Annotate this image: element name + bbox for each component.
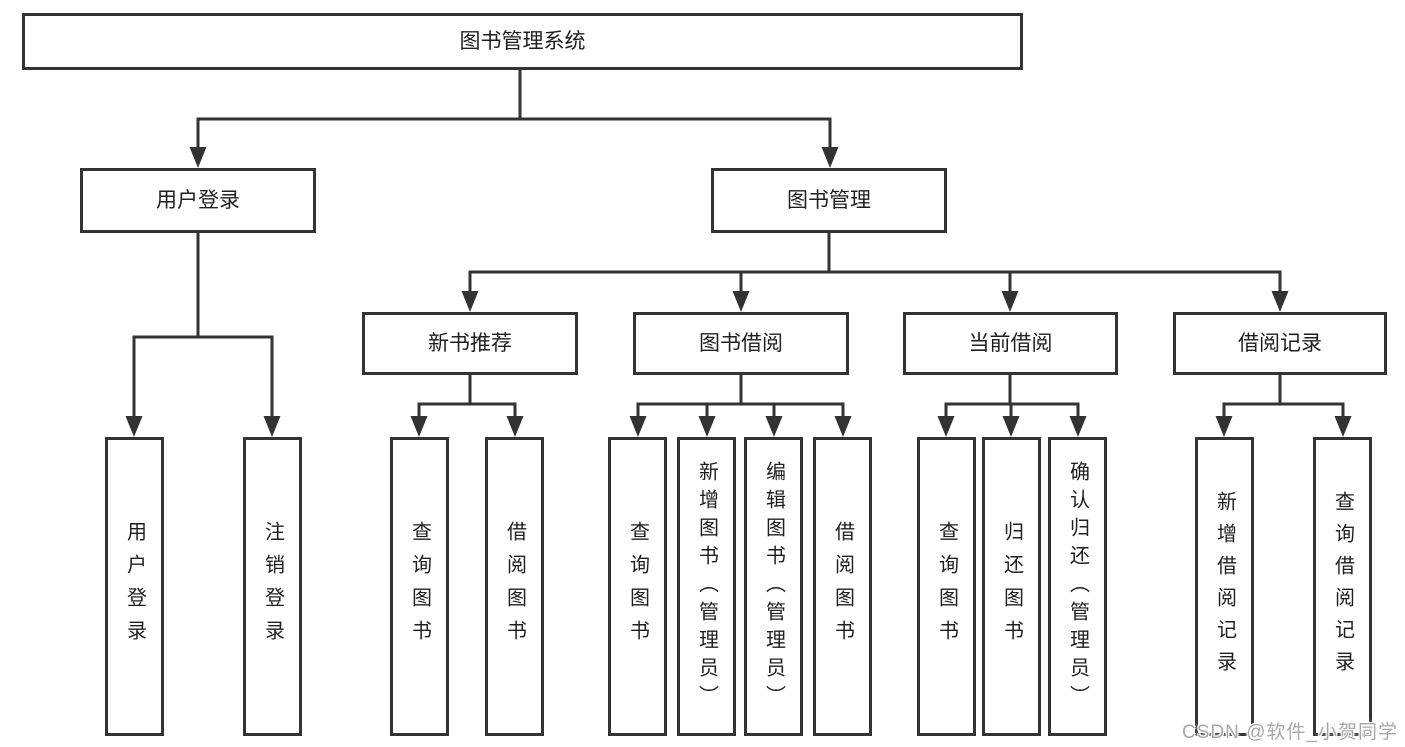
node-library-management-system: 图书管理系统 (22, 13, 1023, 70)
node-borrowing-records: 借阅记录 (1173, 312, 1387, 375)
node-book-borrowing: 图书借阅 (633, 312, 849, 375)
leaf-borrow-books: 借阅图书 (813, 437, 872, 736)
node-new-book-recommendation: 新书推荐 (362, 312, 578, 375)
node-current-borrowing: 当前借阅 (903, 312, 1118, 375)
connector-user-login-children (125, 233, 281, 437)
node-book-management: 图书管理 (711, 168, 947, 233)
leaf-borrow-books-recommend: 借阅图书 (485, 437, 544, 736)
csdn-watermark: CSDN @软件_小贺同学 (1182, 722, 1398, 743)
connector-book-borrow-children (629, 375, 852, 437)
leaf-confirm-return-admin: 确认归还（管理员） (1048, 437, 1107, 736)
connector-records-children (1215, 375, 1352, 437)
leaf-query-books-current: 查询图书 (917, 437, 976, 736)
connector-current-borrow-children (937, 375, 1087, 437)
leaf-add-books-admin: 新增图书（管理员） (677, 437, 736, 736)
node-user-login: 用户登录 (80, 168, 316, 233)
leaf-logout: 注销登录 (243, 437, 302, 736)
connector-book-management-children (461, 233, 1289, 312)
leaf-query-borrow-record: 查询借阅记录 (1313, 437, 1372, 736)
connector-root-to-level2 (189, 70, 839, 168)
leaf-edit-books-admin: 编辑图书（管理员） (744, 437, 803, 736)
leaf-add-borrow-record: 新增借阅记录 (1195, 437, 1254, 736)
leaf-user-login: 用户登录 (105, 437, 164, 736)
leaf-return-books: 归还图书 (982, 437, 1041, 736)
leaf-query-books-borrow: 查询图书 (608, 437, 667, 736)
connector-new-book-children (410, 375, 524, 437)
leaf-query-books-recommend: 查询图书 (390, 437, 449, 736)
